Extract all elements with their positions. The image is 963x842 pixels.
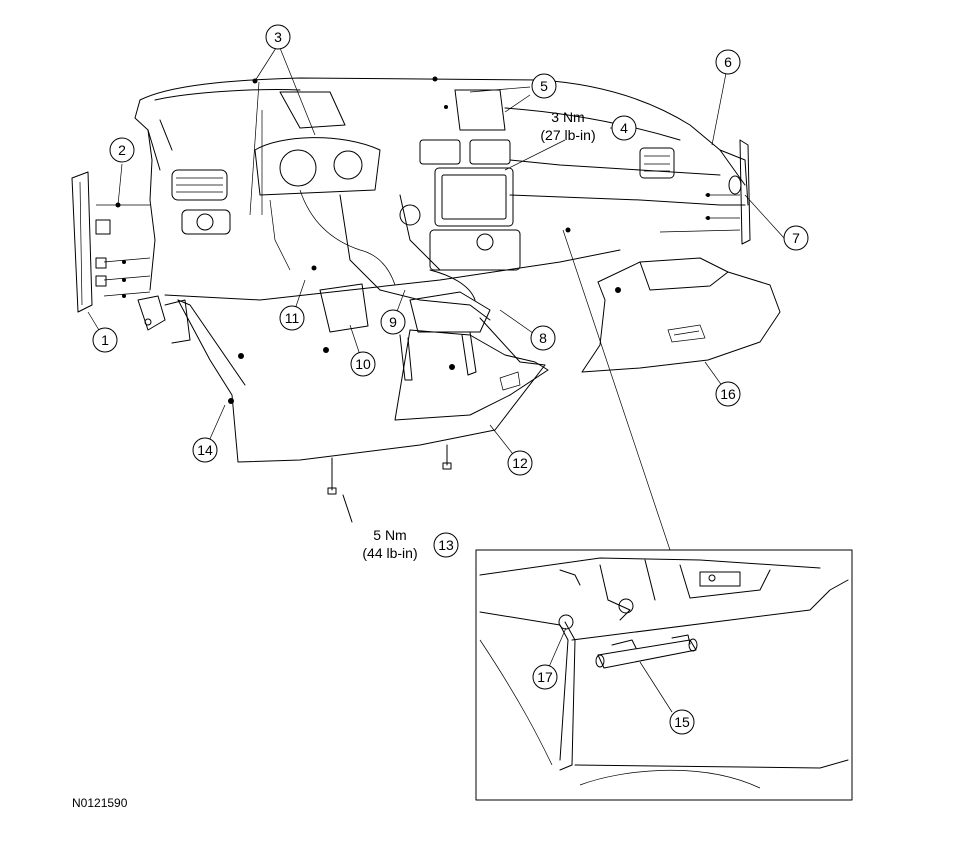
svg-text:6: 6 xyxy=(724,54,732,70)
callout-8: 8 xyxy=(530,325,556,351)
fasteners xyxy=(327,444,452,523)
instrument-panel-body xyxy=(115,76,749,321)
figure-id: N0121590 xyxy=(72,796,128,810)
callout-14: 14 xyxy=(192,437,218,463)
callout-5: 5 xyxy=(531,73,557,99)
svg-text:17: 17 xyxy=(537,669,553,685)
svg-text:16: 16 xyxy=(720,386,736,402)
callout-3: 3 xyxy=(265,24,291,50)
callout-10: 10 xyxy=(350,351,376,377)
callout-1: 1 xyxy=(92,327,118,353)
steering-column-cover xyxy=(394,329,549,421)
callout-12: 12 xyxy=(507,450,533,476)
svg-text:2: 2 xyxy=(118,142,126,158)
svg-text:5: 5 xyxy=(540,78,548,94)
callout-16: 16 xyxy=(715,381,741,407)
callout-17: 17 xyxy=(532,664,558,690)
svg-text:4: 4 xyxy=(620,120,628,136)
callout-2: 2 xyxy=(109,137,135,163)
center-bracket xyxy=(399,291,491,381)
callout-7: 7 xyxy=(783,225,809,251)
callout-4: 4 xyxy=(611,115,637,141)
right-end-panel xyxy=(659,139,751,245)
svg-text:15: 15 xyxy=(674,714,690,730)
torque-nm: 5 Nm xyxy=(373,527,406,543)
svg-text:11: 11 xyxy=(285,310,300,326)
leader-lines xyxy=(87,47,785,551)
callouts: 1 2 3 4 5 6 7 8 9 10 11 12 13 14 15 16 1… xyxy=(92,24,809,735)
lower-left-bracket xyxy=(137,295,191,344)
glove-box xyxy=(581,257,781,373)
detail-inset xyxy=(475,549,853,801)
callout-15: 15 xyxy=(669,709,695,735)
torque-lbin: (27 lb-in) xyxy=(540,127,595,143)
callout-11: 11 xyxy=(279,305,305,331)
svg-text:10: 10 xyxy=(355,356,371,372)
callout-13: 13 xyxy=(433,532,459,558)
lower-trim-panel xyxy=(177,299,546,463)
callout-6: 6 xyxy=(715,49,741,75)
svg-text:14: 14 xyxy=(197,442,213,458)
torque-nm: 3 Nm xyxy=(551,109,584,125)
torque-spec-4: 3 Nm (27 lb-in) xyxy=(540,109,595,143)
torque-lbin: (44 lb-in) xyxy=(362,545,417,561)
svg-text:7: 7 xyxy=(792,230,800,246)
left-end-panel xyxy=(71,171,151,313)
svg-text:9: 9 xyxy=(389,314,397,330)
svg-text:1: 1 xyxy=(101,332,109,348)
torque-spec-13: 5 Nm (44 lb-in) xyxy=(362,527,417,561)
svg-text:8: 8 xyxy=(539,330,547,346)
air-duct xyxy=(319,283,369,333)
svg-text:13: 13 xyxy=(438,537,454,553)
callout-9: 9 xyxy=(380,309,406,335)
svg-text:3: 3 xyxy=(274,29,282,45)
svg-text:12: 12 xyxy=(512,455,528,471)
